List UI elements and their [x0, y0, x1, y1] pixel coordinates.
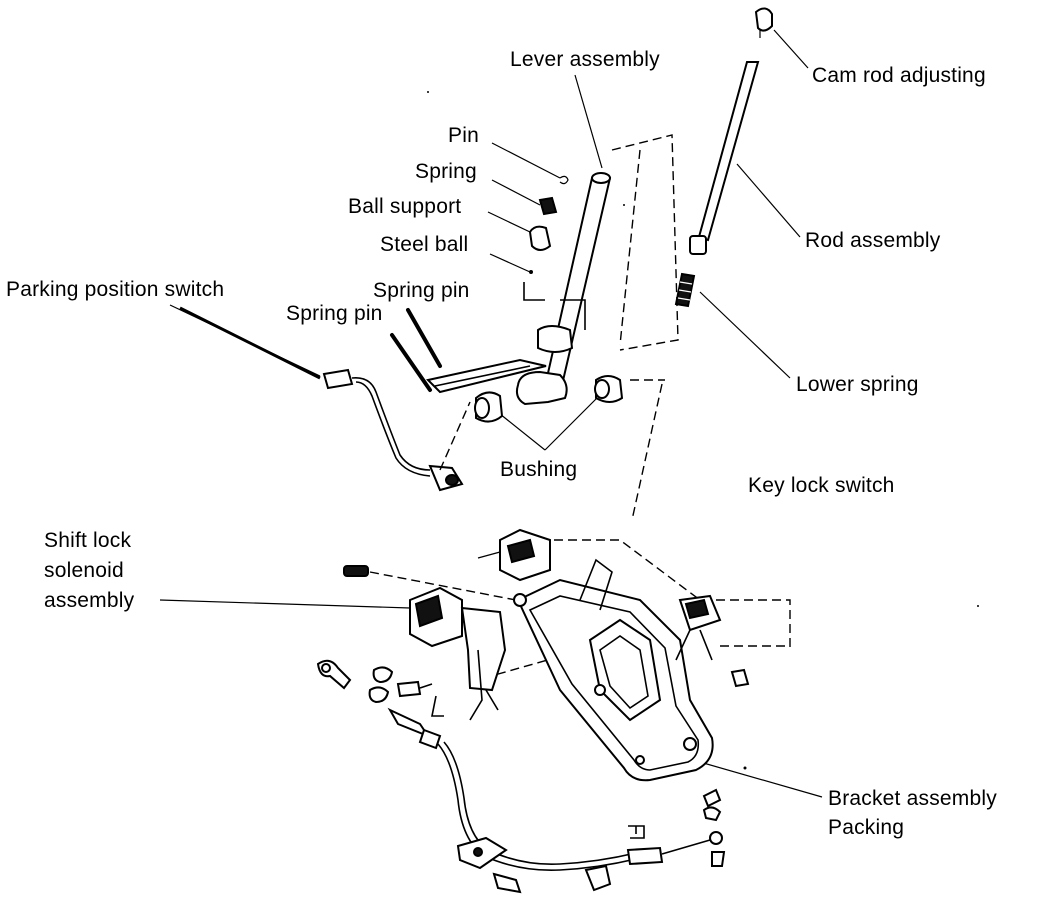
- leader-lines: [159, 29, 823, 798]
- label-spring: Spring: [415, 160, 477, 183]
- label-parking-position-switch: Parking position switch: [6, 278, 224, 301]
- label-cam-rod-adjusting: Cam rod adjusting: [812, 64, 986, 87]
- lower-spring-part: [674, 272, 696, 308]
- label-lever-assembly: Lever assembly: [510, 48, 660, 71]
- pin-part: [559, 175, 569, 185]
- leader-steel-ball: [489, 253, 531, 273]
- leader-lower-spring: [699, 291, 791, 379]
- speck: [743, 766, 747, 770]
- speck: [623, 204, 625, 206]
- steel-ball-part: [529, 270, 533, 274]
- label-lower-spring: Lower spring: [796, 373, 919, 396]
- shift-lock-solenoid-part: [343, 565, 507, 721]
- spring-pin-parts: [390, 308, 442, 392]
- label-spring-pin-upper: Spring pin: [373, 279, 470, 302]
- rod-assembly-part: [689, 61, 760, 255]
- label-rod-assembly: Rod assembly: [805, 229, 941, 252]
- lever-assembly-part: [515, 172, 612, 406]
- leader-shift-lock-solenoid: [159, 599, 411, 609]
- speck: [427, 91, 429, 93]
- leader-cam-rod-adjusting: [773, 29, 809, 69]
- label-ball-support: Ball support: [348, 195, 461, 218]
- small-hardware-parts: [316, 659, 444, 717]
- cam-rod-adjusting-part: [754, 7, 773, 38]
- key-lock-switch-part: [477, 528, 551, 582]
- label-key-lock-switch: Key lock switch: [748, 474, 895, 497]
- label-pin: Pin: [448, 124, 479, 147]
- leader-lever-assembly: [574, 74, 603, 169]
- label-bracket-assembly: Bracket assembly: [828, 787, 997, 810]
- label-bushing: Bushing: [500, 458, 577, 481]
- parking-position-switch-part: [179, 306, 471, 492]
- bushing-parts: [474, 375, 624, 423]
- label-packing: Packing: [828, 816, 904, 839]
- label-shift-lock-line1: Shift lock: [44, 529, 131, 552]
- lever-base-plate: [425, 358, 547, 394]
- leader-bracket-assembly: [699, 761, 823, 798]
- leader-rod-assembly: [736, 163, 801, 238]
- leader-spring: [491, 179, 541, 206]
- shift-lock-cable-part: [387, 707, 726, 894]
- label-spring-pin-lower: Spring pin: [286, 302, 383, 325]
- leader-bushing: [494, 394, 601, 451]
- label-shift-lock-line3: assembly: [44, 589, 135, 612]
- spring-part: [538, 196, 558, 216]
- leader-pin: [491, 142, 561, 179]
- leader-ball-support: [487, 211, 531, 233]
- bracket-assembly-part: [513, 558, 750, 782]
- label-steel-ball: Steel ball: [380, 233, 468, 256]
- label-shift-lock-line2: solenoid: [44, 559, 124, 582]
- speck: [977, 605, 979, 607]
- ball-support-part: [528, 225, 552, 251]
